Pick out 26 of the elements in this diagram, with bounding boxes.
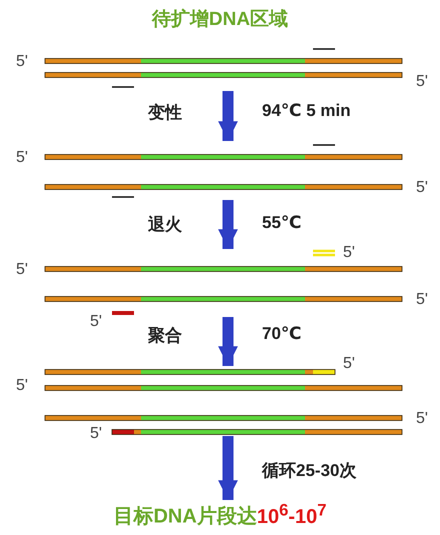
five-prime-label: 5' [416, 73, 428, 91]
result-text: 目标DNA片段达 [113, 506, 257, 528]
condition-label: 循环25-30次 [262, 460, 356, 482]
five-prime-label: 5' [16, 377, 28, 395]
five-prime-label: 5' [416, 291, 428, 309]
down-arrow [218, 91, 238, 141]
five-prime-label: 5' [90, 425, 102, 443]
step-label: 聚合 [148, 325, 182, 347]
five-prime-label: 5' [416, 179, 428, 197]
five-prime-label: 5' [90, 313, 102, 331]
five-prime-label: 5' [16, 53, 28, 71]
down-arrow [218, 317, 238, 366]
down-arrow [218, 200, 238, 249]
step-label: 变性 [148, 102, 182, 124]
five-prime-label: 5' [343, 355, 355, 373]
down-arrow [218, 436, 238, 500]
condition-label: 70℃ [262, 324, 302, 344]
five-prime-label: 5' [16, 261, 28, 279]
five-prime-label: 5' [16, 149, 28, 167]
step-label: 退火 [148, 214, 182, 236]
copy-number-text: 10$^{6}$-10$^{7}$ [256, 506, 327, 528]
condition-label: 94℃ 5 min [262, 101, 351, 121]
diagram-title: 待扩增DNA区域 [150, 8, 290, 32]
five-prime-label: 5' [343, 244, 355, 262]
five-prime-label: 5' [416, 410, 428, 428]
condition-label: 55℃ [262, 213, 302, 233]
